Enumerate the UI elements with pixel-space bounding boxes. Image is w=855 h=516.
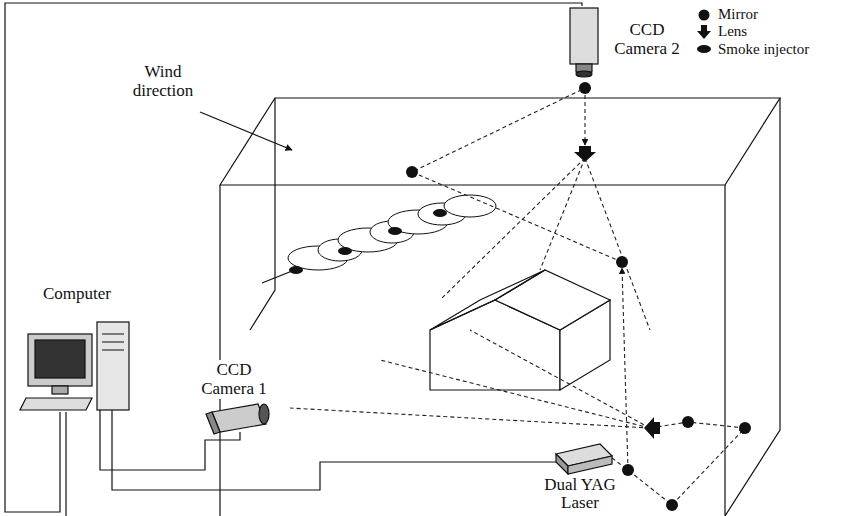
laser-cable [112,410,556,490]
camera-label: CCD Camera 1 [196,360,272,399]
wind-tunnel [220,98,780,516]
cables [5,3,582,516]
dual-yag-laser [556,444,612,474]
tunnel-top [220,98,780,185]
ccd-camera-1 [206,404,269,434]
legend-row: Mirror [696,6,809,23]
mirrors [406,82,751,511]
laser-beams [290,88,745,505]
tunnel-back-edge [250,98,275,330]
legend-text: Smoke injector [718,41,809,58]
legend: MirrorLensSmoke injector [696,6,809,58]
cable [65,412,66,516]
injector-swatch [696,41,712,57]
computer-label: Computer [30,284,124,305]
lens-swatch [696,24,712,40]
camera2-cable [5,3,582,512]
legend-text: Lens [718,23,747,40]
building-model [430,270,610,390]
legend-row: Smoke injector [696,41,809,58]
smoke [262,195,496,283]
computer [20,322,129,410]
tunnel-edges [220,98,780,516]
camera-label: CCD Camera 2 [606,20,688,59]
legend-text: Mirror [718,6,758,23]
wind-label: Wind direction [118,62,208,101]
ccd-camera-2 [570,8,598,77]
lenses [574,146,660,439]
mirror-swatch [696,7,712,23]
laser-label: Dual YAG Laser [540,475,620,514]
legend-row: Lens [696,23,809,40]
wind-arrow [200,112,292,150]
